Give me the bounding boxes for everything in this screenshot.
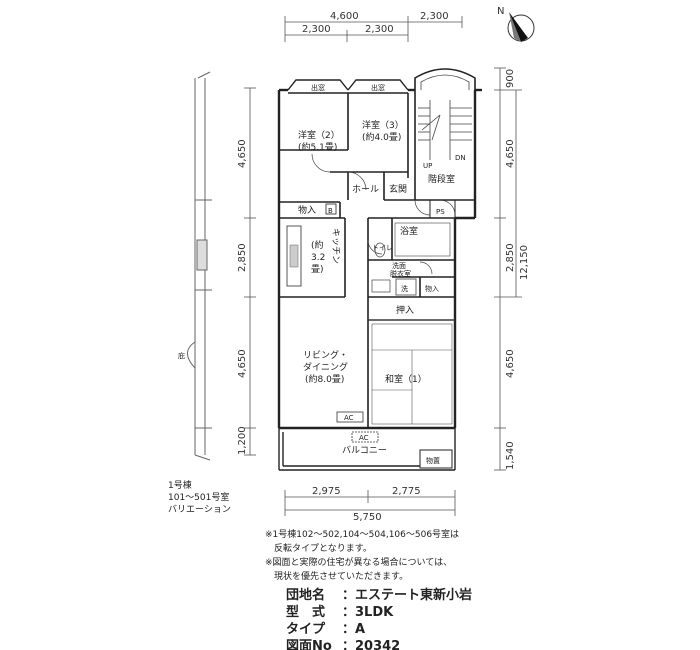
dim-right-5: 1,540 <box>505 441 516 470</box>
bottom-dimension-lines <box>284 490 456 516</box>
info-row-drawing-no: 図面No ：20342 <box>286 635 400 650</box>
variation-line-2: 101～501号室 <box>168 493 230 503</box>
note-line-4: 現状を優先させていただきます。 <box>265 572 409 582</box>
info-value: ：A <box>342 622 366 637</box>
bay-window-label-2: 出窓 <box>371 83 385 92</box>
room-western-2-name: 洋室（2） <box>298 129 340 141</box>
interior-walls <box>279 90 475 428</box>
dim-bottom-right: 2,775 <box>392 486 421 497</box>
kitchen-counter <box>286 225 302 287</box>
tatami-mats <box>371 323 453 425</box>
room-balcony: バルコニー <box>342 445 387 456</box>
stair-up-label: UP <box>423 162 432 170</box>
ac-label-indoor: AC <box>344 414 354 422</box>
room-storage-1: 物入 <box>298 204 316 216</box>
info-value: ：エステート東新小岩 <box>342 588 473 603</box>
room-toilet: トイレ <box>372 244 393 252</box>
room-living-size: (約8.0畳) <box>305 373 344 385</box>
info-row-estate: 団地名 ：エステート東新小岩 <box>286 584 472 603</box>
notes-block: ※1号棟102～502,104～504,106～506号室は 反転タイプとなりま… <box>265 528 459 584</box>
room-entrance: 玄関 <box>389 183 407 195</box>
variation-sketch <box>187 71 212 461</box>
dim-right-4: 4,650 <box>505 349 516 378</box>
room-western-3-size: (約4.0畳) <box>362 131 401 143</box>
pipe-space-label: PS <box>436 208 445 216</box>
room-hall: ホール <box>352 184 379 195</box>
washbasin-icon <box>371 279 391 293</box>
info-row-model: 型 式 ：3LDK <box>286 601 393 620</box>
washer-space <box>395 278 417 296</box>
room-living-line1: リビング・ <box>303 349 348 361</box>
room-kitchen-size-a: (約 <box>311 239 324 251</box>
top-dimension-lines <box>284 16 463 42</box>
left-dimension-lines <box>244 87 256 456</box>
door-swings <box>311 153 456 275</box>
room-kitchen-name: キッチン <box>330 228 341 264</box>
info-key: 図面No <box>286 639 332 650</box>
eave-label: 庇 <box>178 351 185 360</box>
dim-right-1: 900 <box>505 69 516 88</box>
dim-left-3: 4,650 <box>237 349 248 378</box>
note-line-3: ※図面と実際の住宅が異なる場合については、 <box>265 558 453 568</box>
info-row-type: タイプ ：A <box>286 618 365 637</box>
dim-left-2: 2,850 <box>237 243 248 272</box>
bathtub-icon <box>394 222 451 257</box>
dim-top-right: 2,300 <box>420 11 449 22</box>
info-key: 団地名 <box>286 588 326 603</box>
stair-down-label: DN <box>455 154 466 162</box>
room-kitchen-size-c: 畳) <box>311 264 324 275</box>
info-key: タイプ <box>286 622 326 637</box>
room-washroom-line2: 脱衣室 <box>390 269 411 278</box>
stair-tower <box>414 68 476 90</box>
room-western-3-name: 洋室（3） <box>362 119 404 131</box>
variation-line-1: 1号棟 <box>168 481 192 491</box>
room-stair-hall: 階段室 <box>428 173 455 185</box>
dim-left-1: 4,650 <box>237 139 248 168</box>
info-value: ：20342 <box>342 639 401 650</box>
right-dimension-lines <box>494 67 522 471</box>
north-compass-icon: N <box>497 6 535 42</box>
bay-window-label-1: 出窓 <box>311 83 325 92</box>
room-western-2-size: (約5.1畳) <box>298 141 337 153</box>
room-closet: 押入 <box>396 304 414 316</box>
dim-right-2: 4,650 <box>505 139 516 168</box>
ac-unit-indoor <box>336 411 364 423</box>
compass-label: N <box>497 6 504 17</box>
room-storage-2: 物入 <box>425 284 439 293</box>
room-living-line2: ダイニング <box>303 361 348 373</box>
info-key: 型 式 <box>286 605 326 620</box>
dim-bottom-total: 5,750 <box>353 512 382 523</box>
kitchen-sink-icon <box>289 244 299 268</box>
dim-top-sub-left: 2,300 <box>302 24 331 35</box>
dim-bottom-left: 2,975 <box>312 486 341 497</box>
dim-top-overall: 4,600 <box>330 11 359 22</box>
storage-shed <box>419 449 453 469</box>
ac-unit-outdoor <box>351 431 379 443</box>
room-bath: 浴室 <box>400 225 418 237</box>
washer-label: 洗 <box>401 284 408 293</box>
info-value: ：3LDK <box>342 605 394 620</box>
toilet-icon <box>374 242 386 258</box>
ac-label-outdoor: AC <box>359 434 369 442</box>
staircase <box>418 100 472 160</box>
balcony <box>278 428 456 471</box>
room-japanese: 和室（1） <box>385 373 427 385</box>
room-storage-3: 物置 <box>426 456 440 465</box>
dim-left-4: 1,200 <box>237 426 248 455</box>
room-washroom-line1: 洗面 <box>392 261 406 270</box>
note-line-2: 反転タイプとなります。 <box>265 544 372 554</box>
room-kitchen-size-b: 3.2 <box>311 253 325 263</box>
bay-windows <box>287 79 409 94</box>
note-line-1: ※1号棟102～502,104～504,106～506号室は <box>265 530 460 540</box>
variation-caption: 1号棟 101～501号室 バリエーション <box>168 480 231 516</box>
dim-top-sub-mid: 2,300 <box>365 24 394 35</box>
dim-right-3: 2,850 <box>505 243 516 272</box>
dim-right-total: 12,150 <box>519 245 530 280</box>
variation-line-3: バリエーション <box>168 505 231 515</box>
outer-walls <box>277 88 482 430</box>
breaker-label: B <box>328 207 333 215</box>
